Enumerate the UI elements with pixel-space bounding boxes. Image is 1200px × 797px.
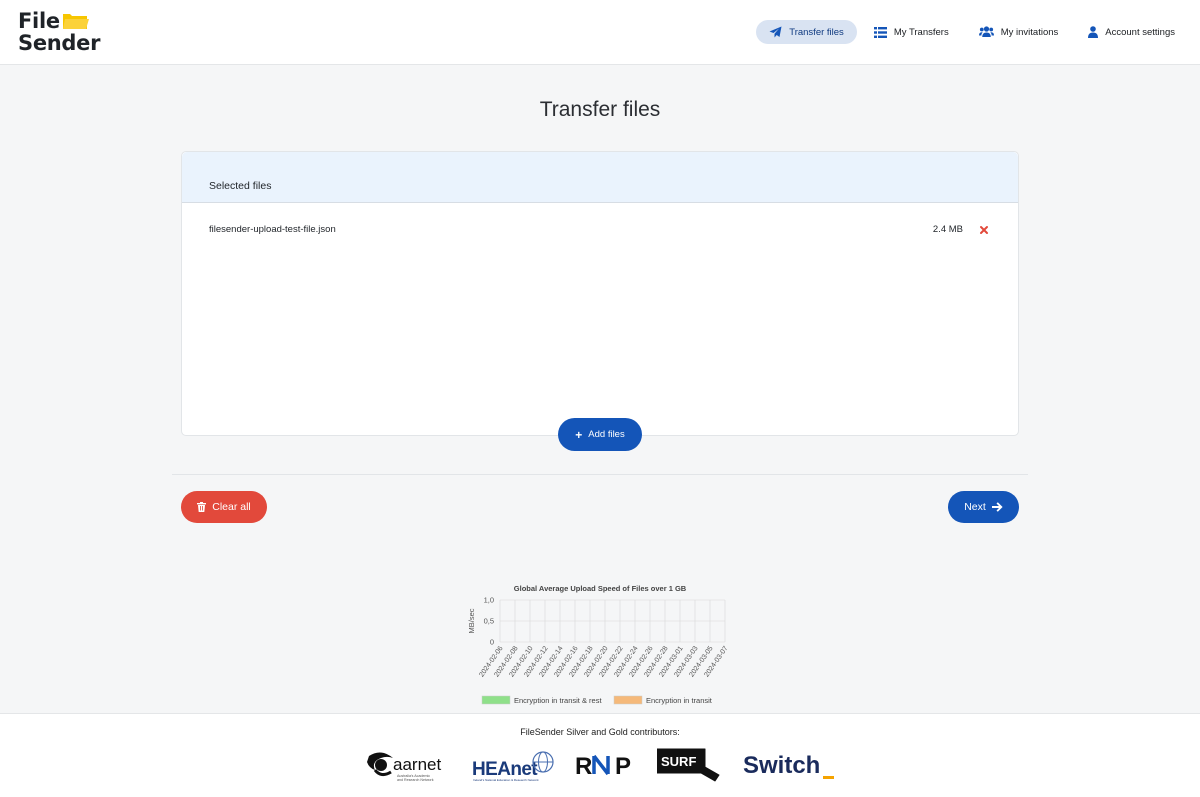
nav-label: Account settings — [1105, 26, 1175, 38]
next-label: Next — [964, 501, 986, 513]
nav-my-transfers[interactable]: My Transfers — [861, 20, 962, 44]
plus-icon: + — [575, 427, 583, 442]
logo-text: File Sender — [18, 10, 100, 54]
heanet-logo[interactable]: HEAnet Ireland's National Education & Re… — [472, 748, 556, 784]
nav-transfer-files[interactable]: Transfer files — [756, 20, 857, 44]
chart-y-axis-label: MB/sec — [467, 608, 476, 633]
svg-text:and Research Network: and Research Network — [397, 778, 434, 782]
users-icon — [978, 26, 994, 37]
footer: FileSender Silver and Gold contributors:… — [0, 713, 1200, 797]
rnp-r: R — [575, 753, 592, 778]
heanet-wordmark: HEAnet — [472, 759, 538, 780]
user-icon — [1088, 26, 1099, 38]
chart-legend-swatch — [481, 695, 511, 705]
clear-all-label: Clear all — [212, 501, 251, 513]
page-title: Transfer files — [539, 98, 661, 121]
logo-line-2: Sender — [18, 31, 101, 55]
chart-legend-label: Encryption in transit & rest — [514, 696, 602, 705]
top-header: File Sender Transfer files My Transfers … — [0, 0, 1200, 65]
logo-line-1: File — [18, 9, 60, 33]
list-icon — [873, 26, 887, 38]
switch-logo[interactable]: Switch — [743, 750, 837, 782]
chart-legend-swatch — [613, 695, 643, 705]
divider — [172, 474, 1028, 475]
nav-label: My invitations — [1000, 26, 1059, 38]
add-files-button[interactable]: + Add files — [558, 418, 642, 451]
filesender-logo[interactable]: File Sender — [18, 10, 108, 56]
selected-files-heading: Selected files — [209, 180, 272, 192]
file-size: 2.4 MB — [932, 224, 963, 235]
selected-files-header: Selected files — [182, 152, 1018, 203]
selected-files-panel: Selected files filesender-upload-test-fi… — [181, 151, 1019, 436]
file-name: filesender-upload-test-file.json — [209, 224, 336, 235]
chart-legend-label: Encryption in transit — [646, 696, 713, 705]
chart-y-tick-label: 0,5 — [484, 617, 494, 626]
arrow-right-icon — [991, 502, 1003, 512]
folder-icon — [63, 14, 89, 29]
chart-y-tick-label: 0 — [490, 638, 494, 647]
add-files-label: Add files — [588, 429, 625, 440]
clear-all-button[interactable]: Clear all — [181, 491, 267, 523]
next-button[interactable]: Next — [948, 491, 1019, 523]
nav-label: My Transfers — [893, 26, 949, 38]
svg-text:Australia's Academic: Australia's Academic — [397, 774, 430, 778]
footer-contributors-text: FileSender Silver and Gold contributors: — [520, 727, 680, 737]
rnp-logo[interactable]: R P — [575, 752, 639, 778]
nav-account-settings[interactable]: Account settings — [1075, 20, 1188, 44]
switch-wordmark: Switch — [743, 752, 820, 779]
upload-speed-chart: Global Average Upload Speed of Files ove… — [460, 580, 740, 710]
chart-title: Global Average Upload Speed of Files ove… — [513, 584, 687, 593]
aarnet-logo[interactable]: aarnet Australia's Academic and Research… — [365, 750, 447, 784]
nav-my-invitations[interactable]: My invitations — [966, 20, 1072, 44]
surf-wordmark: SURF — [661, 754, 696, 769]
chart-y-tick-label: 1,0 — [484, 596, 494, 605]
paper-plane-icon — [769, 26, 782, 38]
rnp-p: P — [615, 753, 631, 778]
svg-text:Ireland's National Education &: Ireland's National Education & Research … — [473, 778, 539, 782]
trash-icon — [197, 502, 207, 512]
main-nav: Transfer files My Transfers My invitatio… — [752, 20, 1188, 44]
remove-file-icon[interactable] — [979, 225, 989, 235]
aarnet-wordmark: aarnet — [393, 755, 441, 774]
nav-label: Transfer files — [789, 26, 844, 38]
surf-logo[interactable]: SURF — [657, 747, 723, 783]
file-row: filesender-upload-test-file.json 2.4 MB — [209, 224, 993, 238]
chart-svg: 00,51,0MB/sec2024-02-062024-02-082024-02… — [467, 596, 730, 706]
